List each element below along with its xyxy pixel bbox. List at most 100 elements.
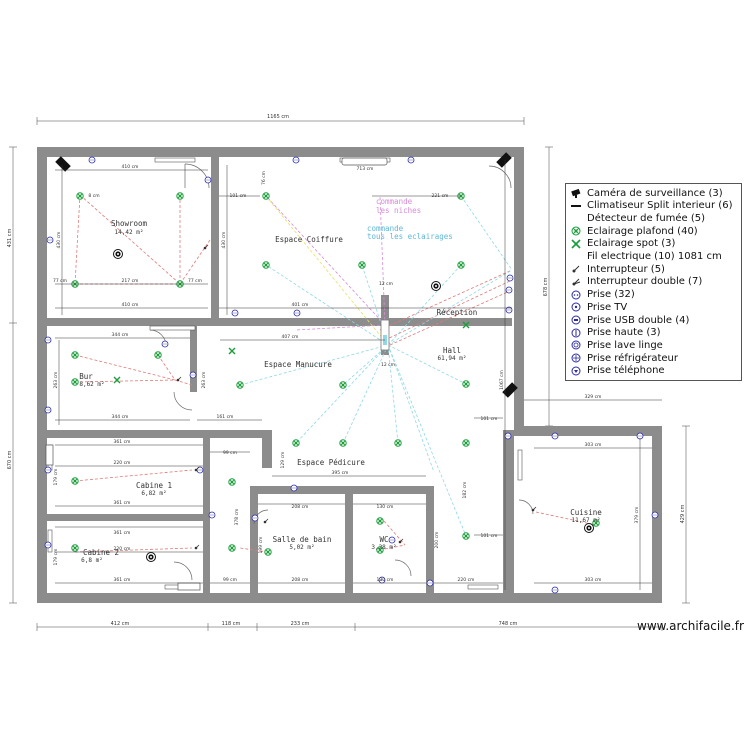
annot-eclairages-line1: commande: [367, 224, 404, 233]
dim-bur-e: 263 cm: [201, 372, 207, 389]
room-reception-name: Réception: [437, 308, 478, 317]
dim-cab-h: 179 cm: [53, 469, 59, 486]
dim-hall-c: 182 cm: [462, 482, 468, 499]
legend-item: Prise lave linge: [570, 339, 663, 351]
legend-item: Prise réfrigérateur: [570, 352, 678, 364]
legend-label: Interrupteur double (7): [587, 276, 703, 288]
dim-hall-d: 220 cm: [458, 577, 475, 583]
inner-dimension-labels: 410 cm 410 cm 217 cm 77 cm 77 cm 8 cm 43…: [53, 164, 640, 583]
dim-top-total: 1165 cm: [267, 114, 289, 120]
camera-icon: [570, 187, 582, 199]
room-cabine1-area: 6,82 m²: [141, 490, 166, 497]
dim-showroom-w: 410 cm: [122, 164, 139, 170]
room-cabine2-name: Cabine 2: [83, 548, 119, 557]
legend-label: Fil electrique (10) 1081 cm: [587, 251, 722, 262]
legend-item: Prise haute (3): [570, 327, 661, 339]
overall-dimensions: [9, 117, 690, 631]
room-sdb-name: Salle de bain: [273, 535, 332, 544]
outlet-icon: [570, 289, 582, 301]
room-showroom-name: Showroom: [111, 219, 148, 228]
none-icon: [570, 251, 582, 263]
control-annotations: commande les niches commande tous les ec…: [367, 197, 453, 241]
dim-left-total: 670 cm: [7, 451, 13, 470]
dim-cuis-w2: 303 cm: [585, 577, 602, 583]
room-bur-area: 8,62 m²: [79, 381, 104, 388]
room-hall-name: Hall: [443, 346, 461, 355]
dim-corr-h: 378 cm: [234, 509, 240, 526]
switches: [176, 244, 537, 550]
dim-cab1-w3: 361 cm: [114, 500, 131, 506]
legend-item: Détecteur de fumée (5): [570, 212, 705, 224]
legend-label: Climatiseur Split interieur (6): [587, 200, 733, 212]
spot-lights: [113, 321, 470, 384]
dim-showroom-b: 77 cm: [188, 278, 202, 284]
dim-coiffure-h: 430 cm: [221, 232, 227, 249]
dim-wc-w: 130 cm: [377, 504, 394, 510]
dim-bur-w2: 344 cm: [112, 414, 129, 420]
dim-coiffure-a: 101 cm: [230, 193, 247, 199]
legend-item: Fil electrique (10) 1081 cm: [570, 251, 722, 263]
legend: Caméra de surveillance (3)Climatiseur Sp…: [565, 183, 742, 381]
dim-coiffure-b: 713 cm: [357, 166, 374, 172]
dim-bottom-4: 748 cm: [499, 621, 518, 627]
dim-sdb-h: 199 cm: [258, 537, 264, 554]
dim-showroom-h: 430 cm: [56, 232, 62, 249]
legend-item: Eclairage plafond (40): [570, 225, 698, 237]
dim-corr-a: 99 cm: [223, 450, 237, 456]
switch-icon: [570, 263, 582, 275]
ac-icon: [570, 200, 582, 212]
fridge-outlet-icon: [570, 352, 582, 364]
dim-hall-a: 101 cm: [481, 416, 498, 422]
legend-label: Interrupteur (5): [587, 263, 665, 275]
dim-wc-w2: 130 cm: [377, 577, 394, 583]
dim-sdb-w2: 208 cm: [292, 577, 309, 583]
dim-right-hall: 678 cm: [543, 278, 549, 297]
legend-item: Climatiseur Split interieur (6): [570, 200, 732, 212]
dim-cab2-w: 361 cm: [114, 530, 131, 536]
dim-bottom-3: 233 cm: [291, 621, 310, 627]
dim-cab2-w3: 361 cm: [114, 577, 131, 583]
none-icon: [570, 212, 582, 224]
tv-outlet-icon: [570, 301, 582, 313]
watermark: www.archifacile.fr: [637, 619, 744, 633]
inner-dimension-lines: [55, 160, 662, 590]
dim-right-cuisine: 429 cm: [680, 505, 686, 524]
dim-corr-b: 99 cm: [223, 577, 237, 583]
dim-coiffure-f: 76 cm: [261, 171, 267, 185]
room-wc-area: 3,28 m²: [371, 544, 396, 551]
annot-eclairages-line2: tous les eclairages: [367, 232, 453, 241]
dim-bottom-2: 118 cm: [222, 621, 241, 627]
dim-cab1-w: 361 cm: [114, 439, 131, 445]
dim-cuis-w: 303 cm: [585, 442, 602, 448]
dim-cab1-w2: 220 cm: [114, 460, 131, 466]
legend-label: Prise téléphone: [587, 365, 665, 377]
dim-hall-e: 1067 cm: [499, 370, 505, 390]
legend-item: Caméra de surveillance (3): [570, 187, 723, 199]
dim-bur-h: 263 cm: [53, 372, 59, 389]
usb-outlet-icon: [570, 314, 582, 326]
dim-mid-a: 407 cm: [282, 334, 299, 340]
legend-item: Interrupteur (5): [570, 263, 665, 275]
annot-niches-line2: les niches: [376, 206, 421, 215]
dim-cuis-top: 329 cm: [585, 394, 602, 400]
legend-label: Prise USB double (4): [587, 314, 690, 326]
dim-ped-h: 129 cm: [280, 452, 286, 469]
legend-item: Prise (32): [570, 289, 635, 301]
room-cuisine-area: 11,67 m²: [572, 517, 601, 524]
dim-showroom-w2: 410 cm: [122, 302, 139, 308]
electric-wires: [74, 194, 597, 553]
dim-ped-w: 395 cm: [332, 470, 349, 476]
annot-niches-line1: commande: [376, 197, 413, 206]
legend-item: Prise téléphone: [570, 365, 665, 377]
dim-coiffure-d: 401 cm: [292, 302, 309, 308]
room-wc-name: WC: [379, 535, 388, 544]
dim-showroom-a: 77 cm: [53, 278, 67, 284]
legend-label: Caméra de surveillance (3): [587, 187, 723, 199]
dim-bottom-1: 412 cm: [111, 621, 130, 627]
room-bur-name: Bur: [79, 372, 93, 381]
dim-bur-w: 344 cm: [112, 332, 129, 338]
dim-showroom-c: 8 cm: [88, 193, 99, 199]
double-switch-icon: [570, 276, 582, 288]
dim-left-upper: 431 cm: [7, 229, 13, 248]
spot-light-icon: [570, 238, 582, 250]
